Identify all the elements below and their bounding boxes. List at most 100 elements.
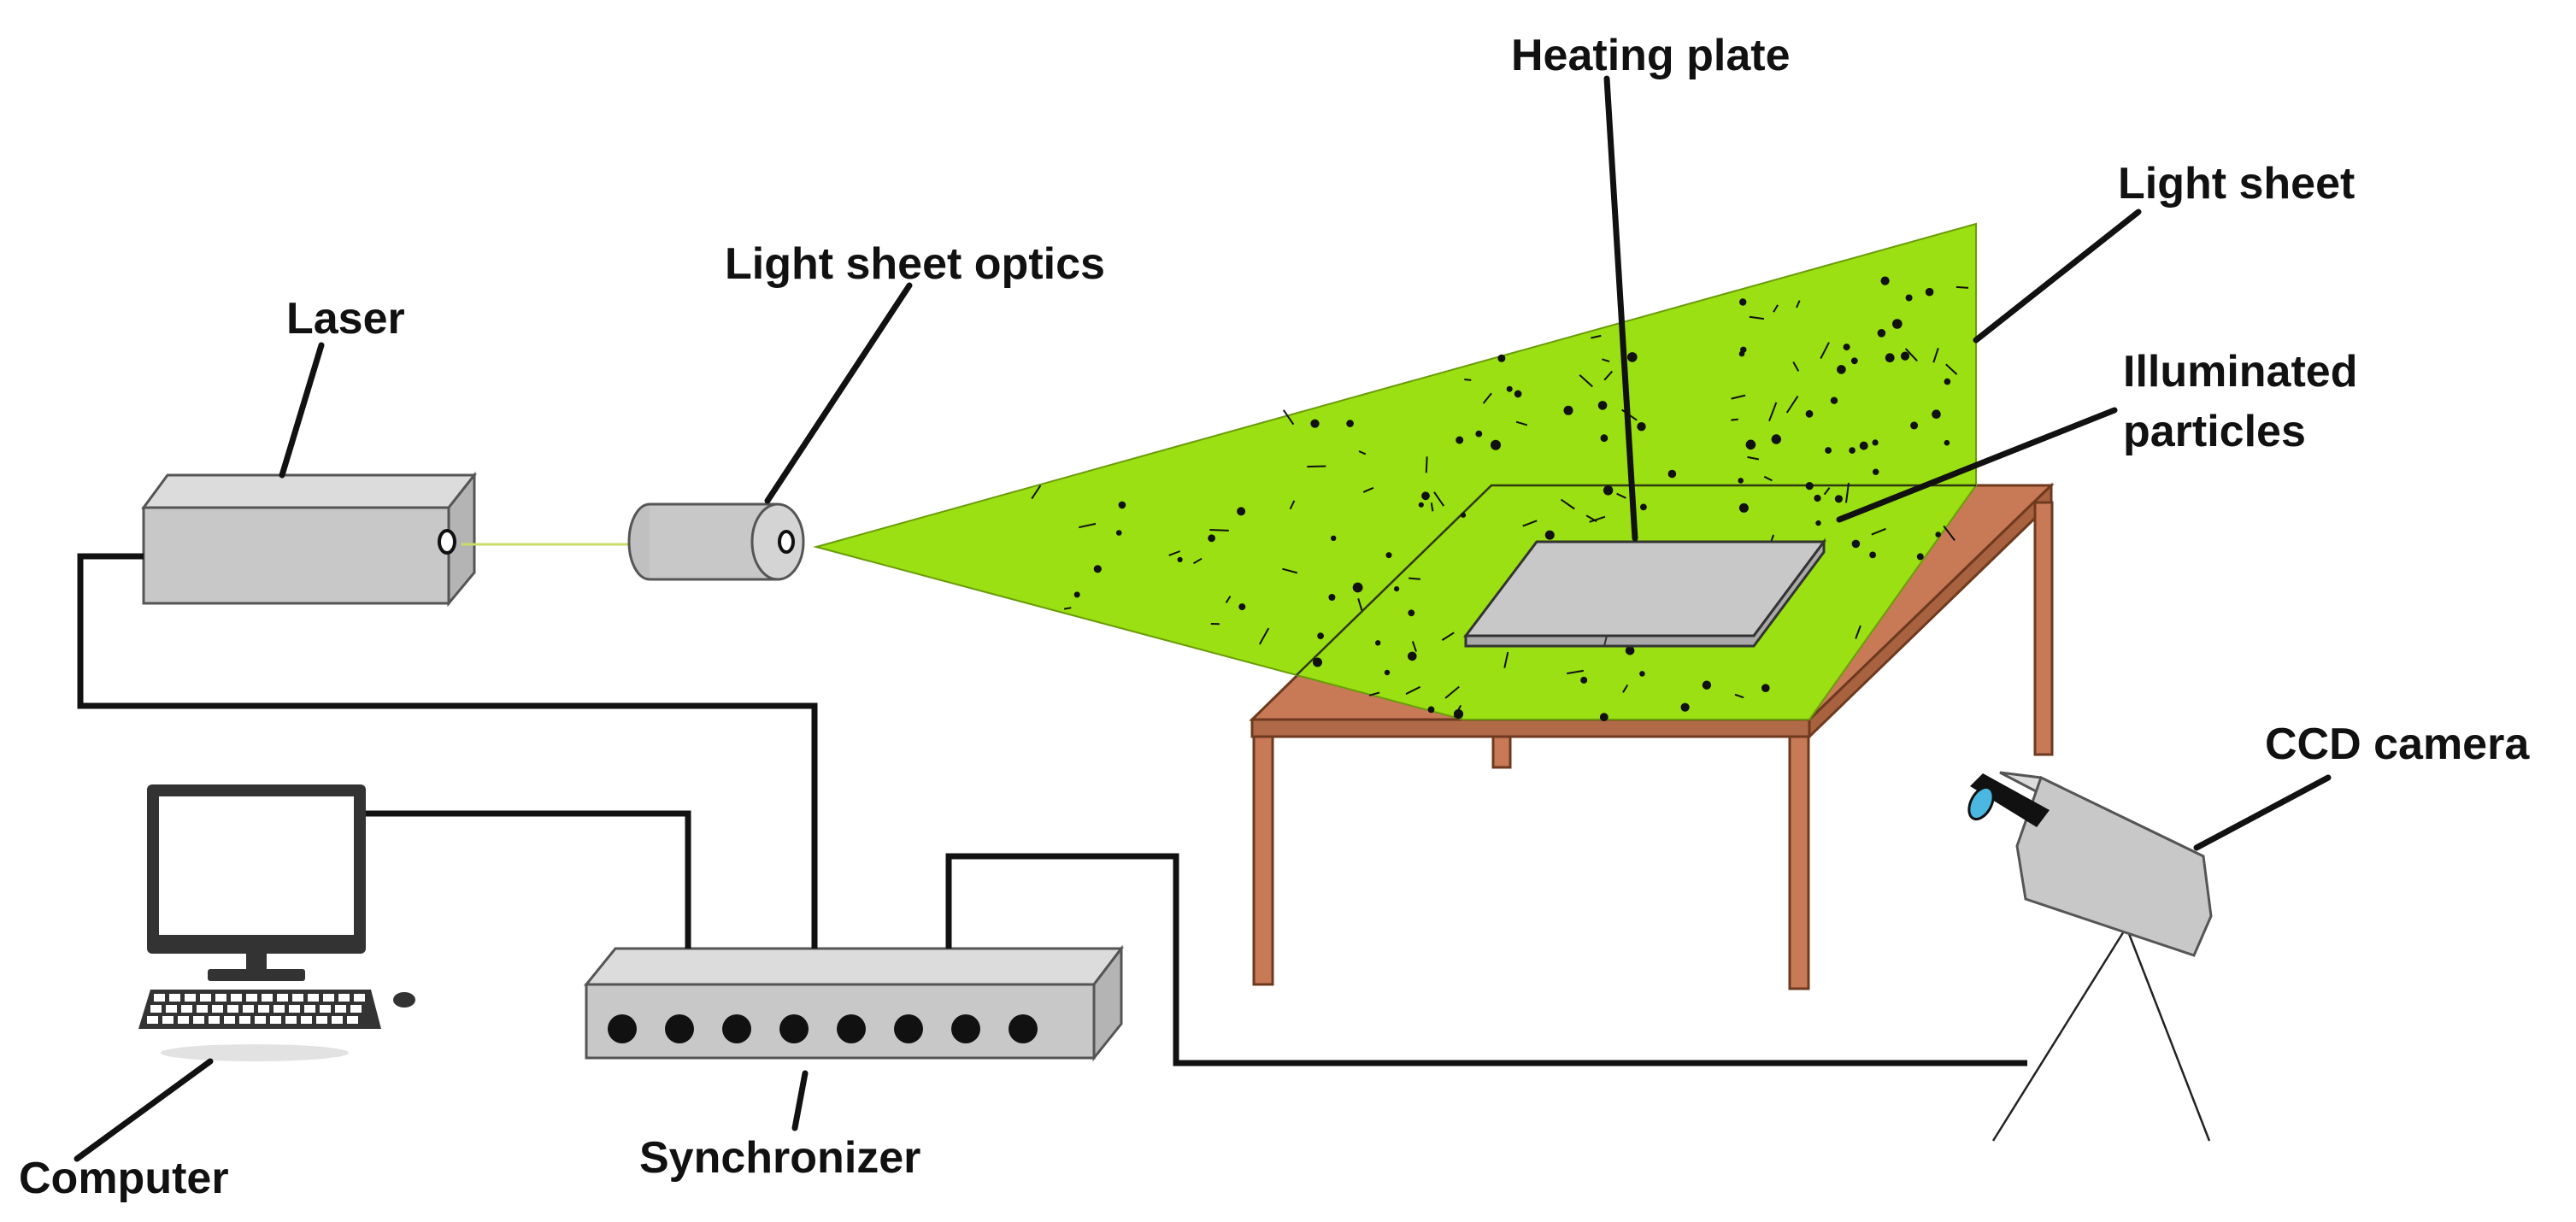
laser-front-face (142, 506, 450, 605)
synchronizer-port (608, 1014, 637, 1043)
particle (1418, 502, 1424, 508)
monitor-base (208, 969, 305, 981)
particle-streak (1792, 361, 1800, 372)
camera-lens-barrel (1970, 773, 2050, 827)
particle (1738, 478, 1744, 484)
keyboard-key (323, 994, 334, 1002)
particle-streak (1357, 598, 1363, 611)
keyboard-key (285, 1016, 297, 1024)
keyboard-key (224, 1016, 235, 1024)
particle (1421, 491, 1430, 501)
particle-streak (1749, 315, 1765, 320)
particle-streak (1515, 420, 1528, 426)
particle (1639, 671, 1645, 677)
synchronizer (583, 944, 1125, 1062)
synchronizer-port (894, 1014, 923, 1043)
particle (1599, 713, 1609, 722)
keyboard-key (338, 994, 350, 1002)
keyboard-key (209, 1016, 220, 1024)
particle (1880, 276, 1890, 285)
synchronizer-port (837, 1014, 866, 1043)
table-outline-through-sheet (1296, 484, 1976, 676)
computer (138, 784, 415, 1061)
keyboard-key (150, 1005, 162, 1013)
particle (1346, 420, 1354, 427)
particle-streak (1616, 492, 1626, 499)
synchronizer-port (665, 1014, 694, 1043)
particle (1738, 350, 1745, 357)
particle-streak (1503, 651, 1509, 668)
particle-streak (1603, 370, 1614, 381)
leader-illuminated-particles (1836, 407, 2118, 523)
particle-streak (1945, 363, 1958, 375)
particle (1739, 298, 1747, 306)
particle (1944, 378, 1951, 385)
particle (1837, 365, 1846, 374)
particle-streak (1441, 632, 1455, 641)
particle (1851, 539, 1861, 549)
keyboard-key (239, 1016, 250, 1024)
particle-streak (1433, 491, 1445, 507)
keyboard-key (335, 1005, 346, 1013)
particle (1625, 646, 1635, 655)
optics-lens-icon (778, 530, 795, 554)
cable-computer-to-synchronizer (366, 810, 691, 949)
particle-streak (1168, 550, 1181, 556)
particle (1849, 447, 1856, 454)
particle (1385, 552, 1392, 559)
particle (1761, 684, 1770, 692)
particle (1738, 502, 1749, 513)
particle (1805, 409, 1814, 418)
keyboard-key (246, 994, 257, 1002)
particle-streak (1956, 285, 1969, 289)
leader-light-sheet-optics (764, 282, 913, 504)
particle-streak (1796, 300, 1801, 308)
keyboard-key (262, 994, 273, 1002)
particle (1900, 351, 1910, 361)
particle (1408, 651, 1417, 661)
keyboard-key (200, 994, 211, 1002)
particle (1544, 530, 1555, 540)
particle-streak (1482, 392, 1492, 404)
label-illuminated-particles-line2: particles (2123, 407, 2306, 456)
particle (1177, 556, 1183, 563)
synchronizer-ports (608, 1014, 1038, 1043)
particle (1872, 439, 1879, 446)
synchronizer-port (779, 1014, 809, 1043)
particle-streak (1289, 500, 1296, 510)
particle (1771, 434, 1781, 444)
particle-streak (1820, 342, 1830, 359)
computer-shadow (161, 1044, 349, 1061)
particle-streak (1425, 456, 1428, 473)
particle (1456, 436, 1464, 444)
particle (1702, 680, 1712, 690)
particle (1118, 501, 1126, 509)
keyboard-key (255, 1016, 266, 1024)
keyboard-key (147, 1016, 158, 1024)
particle (1869, 551, 1877, 559)
particle (1850, 357, 1858, 365)
particle-streak (1358, 450, 1367, 455)
table-leg-back-left (1491, 735, 1512, 769)
keyboard-key (347, 1016, 358, 1024)
light-sheet (813, 222, 1977, 720)
labels: Heating plate Light sheet Light sheet op… (19, 31, 2530, 1203)
keyboard-key (197, 1005, 208, 1013)
particle-streak (1943, 525, 1956, 542)
heating-plate-seam (1603, 635, 1608, 647)
tripod-leg-right (2125, 926, 2211, 1142)
particle (1331, 535, 1337, 541)
particle-streak (1225, 596, 1232, 603)
keyboard-key (320, 1005, 331, 1013)
particle (1834, 495, 1843, 503)
keyboard-key (185, 994, 196, 1002)
synchronizer-port (951, 1014, 980, 1043)
keyboard-key (316, 1016, 327, 1024)
label-light-sheet-optics: Light sheet optics (725, 239, 1105, 289)
particle-streak (1192, 557, 1203, 565)
label-computer: Computer (19, 1154, 229, 1203)
ccd-camera (1967, 771, 2213, 1142)
particle (1637, 422, 1646, 432)
particle (1932, 409, 1941, 420)
